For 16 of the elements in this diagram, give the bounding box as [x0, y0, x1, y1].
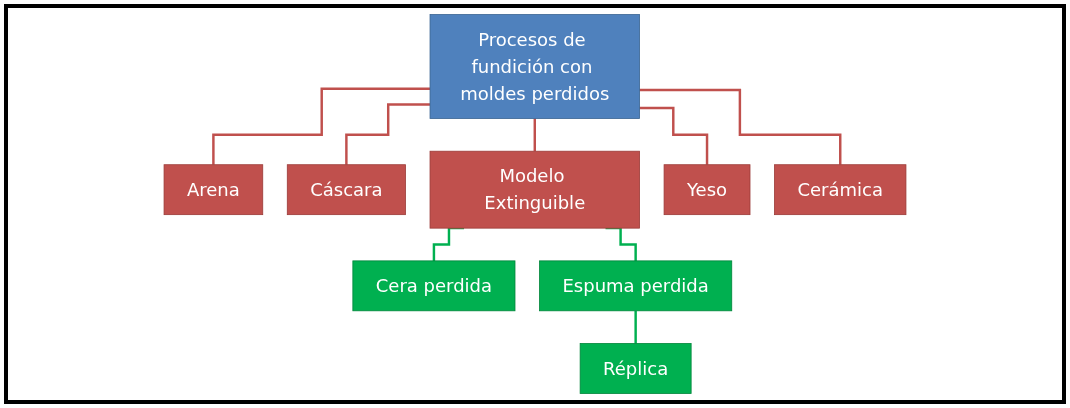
- node-box: [774, 164, 907, 216]
- connector: [634, 309, 637, 345]
- node-box: [579, 343, 692, 394]
- node-box: [539, 260, 733, 312]
- node-box: [429, 14, 640, 119]
- node-box: [163, 164, 264, 216]
- node-box: [429, 150, 640, 229]
- diagram-frame: Procesos de fundición con moldes perdidos Arena Cáscara Modelo Extinguible Yeso Cerámica Cera perdida Espuma perdida Réplica: [4, 4, 1066, 404]
- connector: [345, 103, 431, 166]
- connector: [639, 88, 842, 166]
- connector: [533, 117, 536, 153]
- connector: [212, 87, 431, 166]
- node-box: [663, 164, 751, 216]
- node-box: [286, 164, 406, 216]
- connector: [639, 106, 709, 166]
- node-box: [352, 260, 516, 312]
